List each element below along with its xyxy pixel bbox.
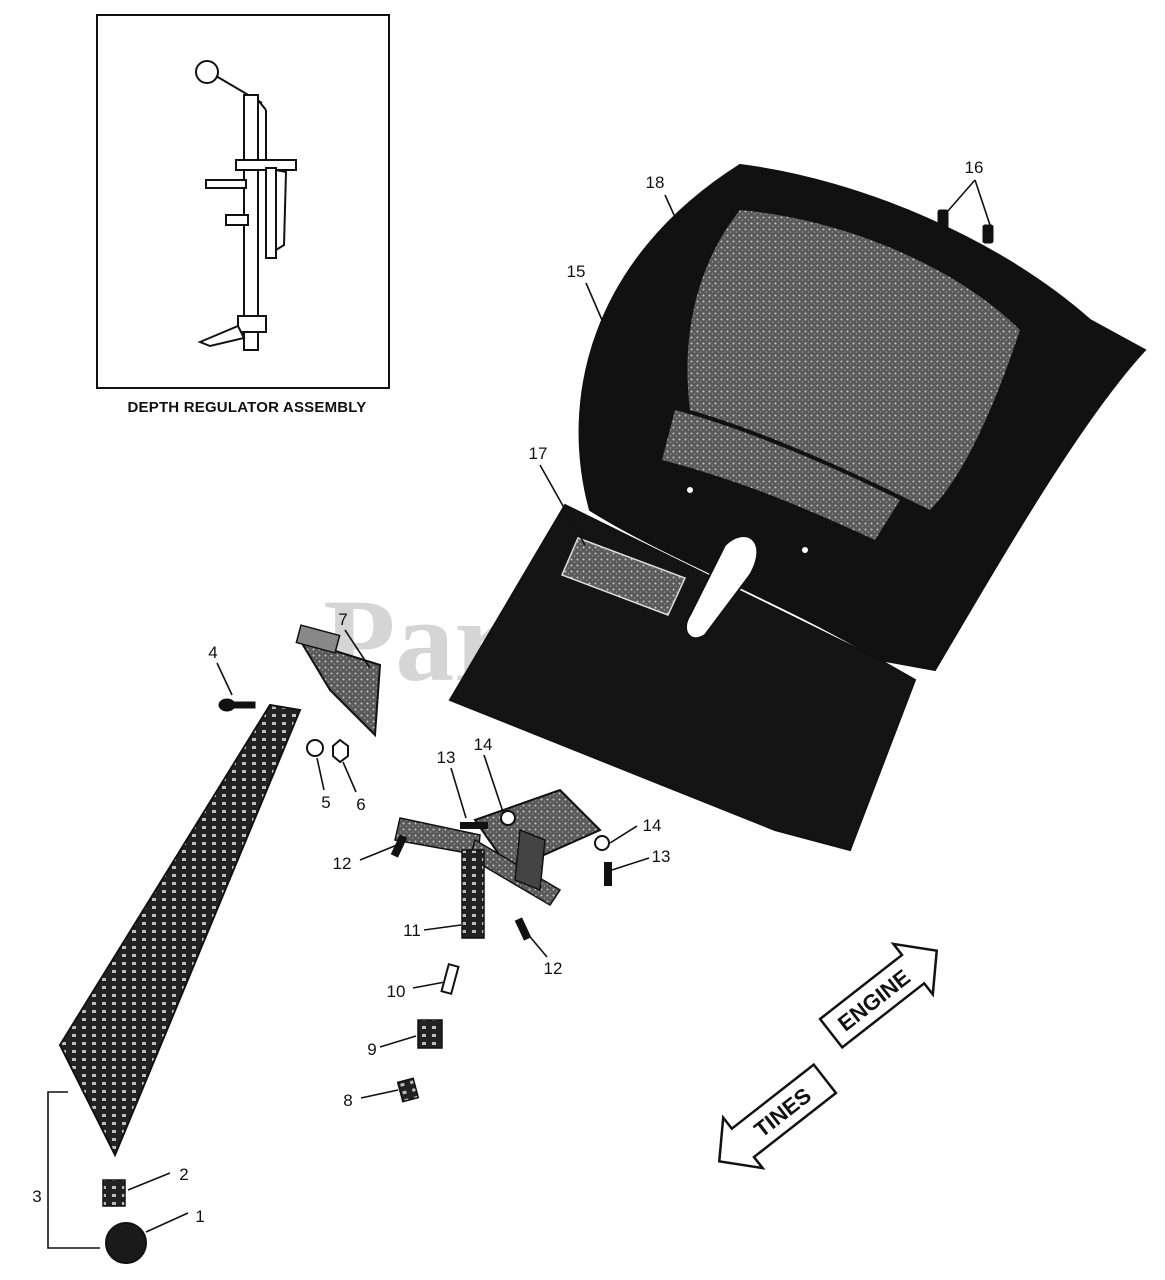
callout-13b: 13 [652,847,671,866]
part-11-lever-assembly [394,788,602,939]
tines-direction-arrow: TINES [717,1062,838,1170]
callout-10: 10 [387,982,406,1001]
callout-16: 16 [965,158,984,177]
callout-2: 2 [179,1165,188,1184]
callout-5: 5 [321,793,330,812]
part-14-washer-a [500,810,516,826]
callout-12a: 12 [333,854,352,873]
shield-flap [448,503,917,852]
callout-6: 6 [356,795,365,814]
callout-11: 11 [403,921,421,940]
callout-3: 3 [32,1187,41,1206]
depth-regulator-assembly-drawing [195,60,297,351]
tine-shield [448,163,1147,852]
callout-8: 8 [343,1091,352,1110]
callout-4: 4 [208,643,217,662]
decal-17 [560,537,687,616]
inset-caption: DEPTH REGULATOR ASSEMBLY [128,399,367,416]
part-5-washer [306,739,324,757]
part-10-bolt [440,962,460,996]
callouts: 18 15 16 17 7 4 5 6 13 14 14 13 12 12 11… [32,158,983,1226]
part-7-bracket [295,624,382,738]
callout-15: 15 [567,262,586,281]
part-14-washer-b [594,835,610,851]
part-13-bolt-a [460,822,488,829]
callout-14b: 14 [643,816,662,835]
part-2-spring [102,1179,126,1207]
shield-slot [685,535,759,640]
part-8-insert [396,1077,420,1103]
part-12-pin-a [390,834,408,858]
callout-1: 1 [195,1207,204,1226]
leader-lines [47,179,991,1249]
callout-14a: 14 [474,735,493,754]
shield-decal-lower [662,410,900,540]
callout-7: 7 [338,610,347,629]
depth-regulator-inset: DEPTH REGULATOR ASSEMBLY [96,14,390,416]
callout-12b: 12 [544,959,563,978]
engine-direction-arrow: ENGINE [818,942,939,1050]
shield-decal-upper [687,210,1020,510]
part-6-nut [332,738,349,764]
part-12-pin-b [514,917,532,941]
callout-13a: 13 [437,748,456,767]
callout-18: 18 [646,173,665,192]
part-16-bolts [937,209,994,244]
part-3-depth-bar [58,703,302,1158]
part-13-bolt-b [604,862,612,886]
callout-9: 9 [367,1040,376,1059]
part-9-spring [417,1019,443,1049]
part-1-knob [105,1222,147,1264]
callout-17: 17 [529,444,548,463]
part-4-bolt [218,698,256,712]
